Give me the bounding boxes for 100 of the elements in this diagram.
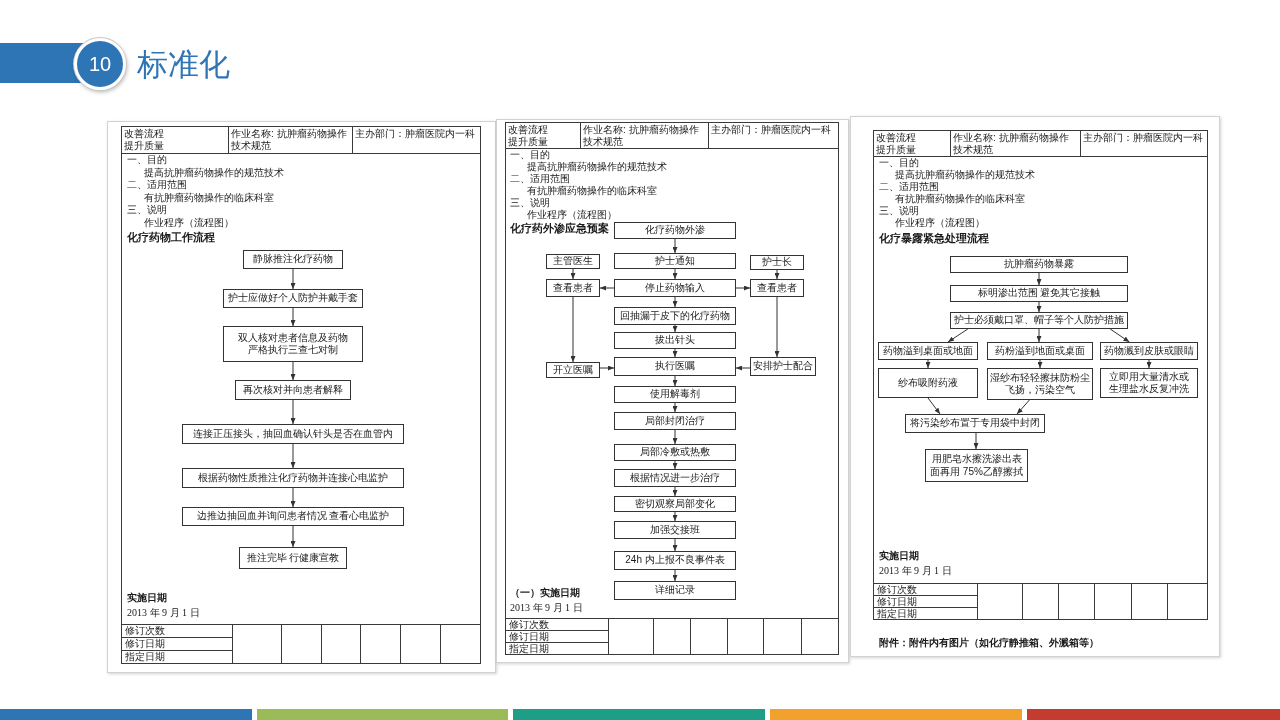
arrow bbox=[774, 269, 780, 280]
table-cell: 作业名称: 抗肿瘤药物操作技术规范 bbox=[228, 126, 353, 154]
arrow bbox=[672, 569, 678, 582]
section-heading: 二、适用范围 bbox=[127, 179, 187, 191]
arrow bbox=[672, 460, 678, 470]
process-box: 回抽漏于皮下的化疗药物 bbox=[614, 307, 736, 325]
process-box: 局部冷敷或热敷 bbox=[614, 444, 736, 461]
date-text: 2013 年 9 月 1 日 bbox=[510, 602, 583, 614]
date-text: 2013 年 9 月 1 日 bbox=[879, 565, 952, 577]
process-box: 执行医嘱 bbox=[614, 357, 736, 376]
process-box: 边推边抽回血并询问患者情况 查看心电监护 bbox=[182, 507, 404, 526]
process-box: 24h 内上报不良事件表 bbox=[614, 551, 736, 570]
process-box: 查看患者 bbox=[750, 279, 804, 297]
arrow bbox=[290, 487, 296, 508]
attachment-note: 附件：附件内有图片（如化疗静推箱、外溅箱等） bbox=[879, 637, 1099, 649]
table-cell: 作业名称: 抗肿瘤药物操作技术规范 bbox=[950, 130, 1081, 157]
process-box: 药粉溢到地面或桌面 bbox=[987, 342, 1093, 360]
process-box: 主管医生 bbox=[546, 254, 600, 269]
process-box: 开立医嘱 bbox=[546, 362, 600, 378]
process-box: 药物溢到桌面或地面 bbox=[878, 342, 978, 360]
process-box: 纱布吸附药液 bbox=[878, 368, 978, 398]
arrow bbox=[290, 268, 296, 290]
table-cell: 修订次数 bbox=[873, 583, 978, 596]
process-box: 护士通知 bbox=[614, 253, 736, 269]
process-box: 标明渗出范围 避免其它接触 bbox=[950, 285, 1128, 302]
arrow bbox=[672, 486, 678, 497]
process-box: 根据情况进一步治疗 bbox=[614, 469, 736, 487]
table-cell: 改善流程提升质量 bbox=[873, 130, 951, 157]
number-badge: 10 bbox=[74, 38, 126, 90]
section-text: 有抗肿瘤药物操作的临床科室 bbox=[144, 191, 274, 204]
slide-title: 标准化 bbox=[137, 46, 230, 84]
section-text: 作业程序（流程图） bbox=[527, 208, 617, 221]
process-box: 停止药物输入 bbox=[614, 279, 736, 297]
table-cell: 主办部门：肿瘤医院内一科 bbox=[1080, 130, 1208, 157]
arrow bbox=[570, 268, 576, 280]
arrow bbox=[672, 511, 678, 522]
arrow bbox=[672, 348, 678, 358]
table-cell: 改善流程提升质量 bbox=[121, 126, 229, 154]
section-text: 作业程序（流程图） bbox=[144, 216, 234, 229]
section-heading: 三、说明 bbox=[879, 204, 919, 217]
arrow bbox=[290, 307, 296, 327]
flowchart-title: 化疗药物工作流程 bbox=[127, 231, 215, 245]
table-cell: 作业名称: 抗肿瘤药物操作技术规范 bbox=[580, 122, 709, 149]
section-heading: 二、适用范围 bbox=[879, 180, 939, 193]
arrow bbox=[290, 361, 296, 381]
table-cell: 主办部门：肿瘤医院内一科 bbox=[352, 126, 481, 154]
field-label: 实施日期 bbox=[127, 592, 167, 604]
process-box: 连接正压接头，抽回血确认针头是否在血管内 bbox=[182, 424, 404, 444]
process-box: 静脉推注化疗药物 bbox=[243, 250, 343, 269]
arrow bbox=[1036, 301, 1042, 313]
section-heading: 二、适用范围 bbox=[510, 172, 570, 185]
process-box: 加强交接班 bbox=[614, 521, 736, 539]
arrow bbox=[774, 296, 780, 358]
process-box: 立即用大量清水或生理盐水反复冲洗 bbox=[1100, 368, 1198, 398]
arrow bbox=[925, 359, 931, 369]
process-box: 护士长 bbox=[750, 255, 804, 270]
arrow bbox=[947, 328, 969, 343]
process-box: 局部封闭治疗 bbox=[614, 412, 736, 430]
process-box: 详细记录 bbox=[614, 581, 736, 600]
table-cell: 修订次数 bbox=[505, 618, 609, 631]
arrow bbox=[672, 429, 678, 445]
process-box: 查看患者 bbox=[546, 279, 600, 297]
process-box: 使用解毒剂 bbox=[614, 386, 736, 403]
arrow bbox=[1036, 328, 1042, 343]
process-box: 用肥皂水擦洗渗出表面再用 75%乙醇擦拭 bbox=[925, 449, 1028, 482]
arrow bbox=[570, 296, 576, 363]
arrow bbox=[1109, 328, 1130, 343]
arrow bbox=[973, 432, 979, 450]
arrow bbox=[672, 268, 678, 280]
arrow bbox=[672, 296, 678, 308]
arrow bbox=[672, 538, 678, 552]
section-heading: 一、目的 bbox=[879, 156, 919, 168]
process-box: 推注完毕 行健康宣教 bbox=[239, 547, 347, 569]
section-text: 有抗肿瘤药物操作的临床科室 bbox=[895, 192, 1025, 205]
arrow bbox=[672, 375, 678, 387]
process-box: 护士必须戴口罩、帽子等个人防护措施 bbox=[950, 312, 1128, 329]
process-box: 再次核对并向患者解释 bbox=[235, 380, 351, 400]
section-heading: 一、目的 bbox=[510, 148, 550, 160]
process-box: 湿纱布轻轻擦抹防粉尘飞扬，污染空气 bbox=[987, 368, 1093, 400]
section-heading: 三、说明 bbox=[127, 204, 167, 216]
arrow bbox=[1016, 399, 1030, 415]
arrow bbox=[290, 399, 296, 425]
process-box: 安排护士配合 bbox=[750, 357, 816, 376]
section-text: 作业程序（流程图） bbox=[895, 216, 985, 229]
section-text: 提高抗肿瘤药物操作的规范技术 bbox=[144, 166, 284, 179]
arrow bbox=[1037, 359, 1043, 369]
section-text: 有抗肿瘤药物操作的临床科室 bbox=[527, 184, 657, 197]
arrow bbox=[290, 443, 296, 469]
arrow bbox=[672, 324, 678, 333]
process-box: 双人核对患者信息及药物严格执行三查七对制 bbox=[223, 326, 363, 362]
field-label: （一）实施日期 bbox=[510, 587, 580, 599]
process-box: 药物溅到皮肤或眼睛 bbox=[1100, 342, 1198, 360]
arrow bbox=[927, 397, 941, 415]
arrow bbox=[735, 365, 751, 371]
field-label: 实施日期 bbox=[879, 550, 919, 562]
date-text: 2013 年 9 月 1 日 bbox=[127, 607, 200, 619]
process-box: 化疗药物外渗 bbox=[614, 222, 736, 239]
arrow bbox=[672, 402, 678, 413]
process-box: 抗肿瘤药物暴露 bbox=[950, 256, 1128, 273]
table-cell: 改善流程提升质量 bbox=[505, 122, 581, 149]
